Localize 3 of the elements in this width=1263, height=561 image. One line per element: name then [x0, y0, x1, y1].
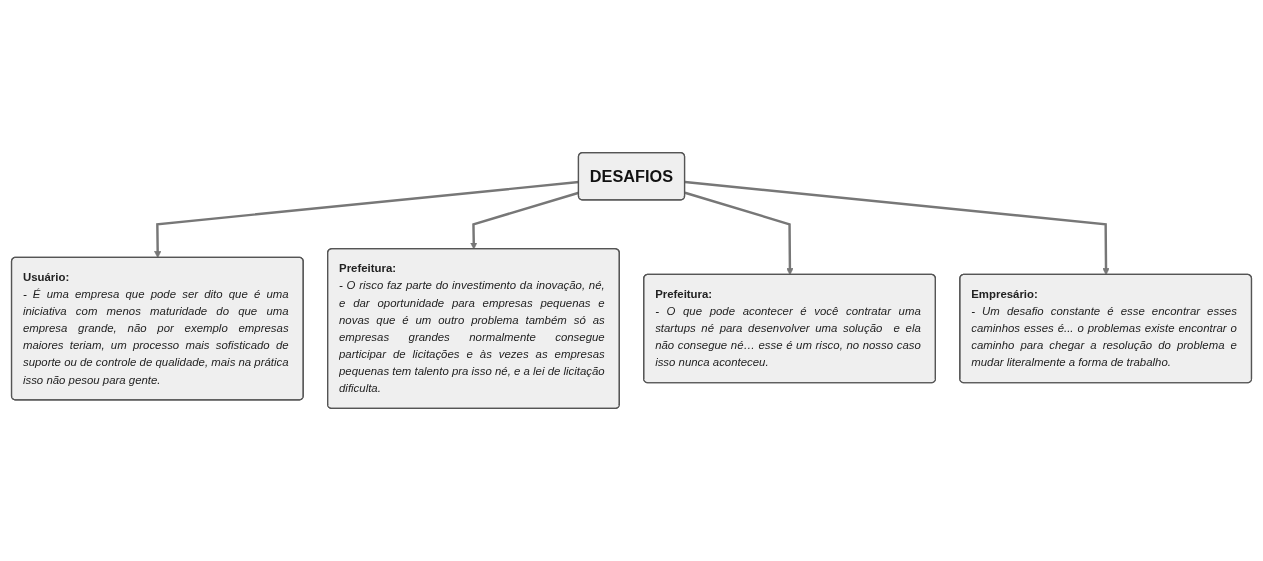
- arrow: [684, 180, 1110, 276]
- arrow: [154, 180, 579, 258]
- arrow: [684, 191, 794, 276]
